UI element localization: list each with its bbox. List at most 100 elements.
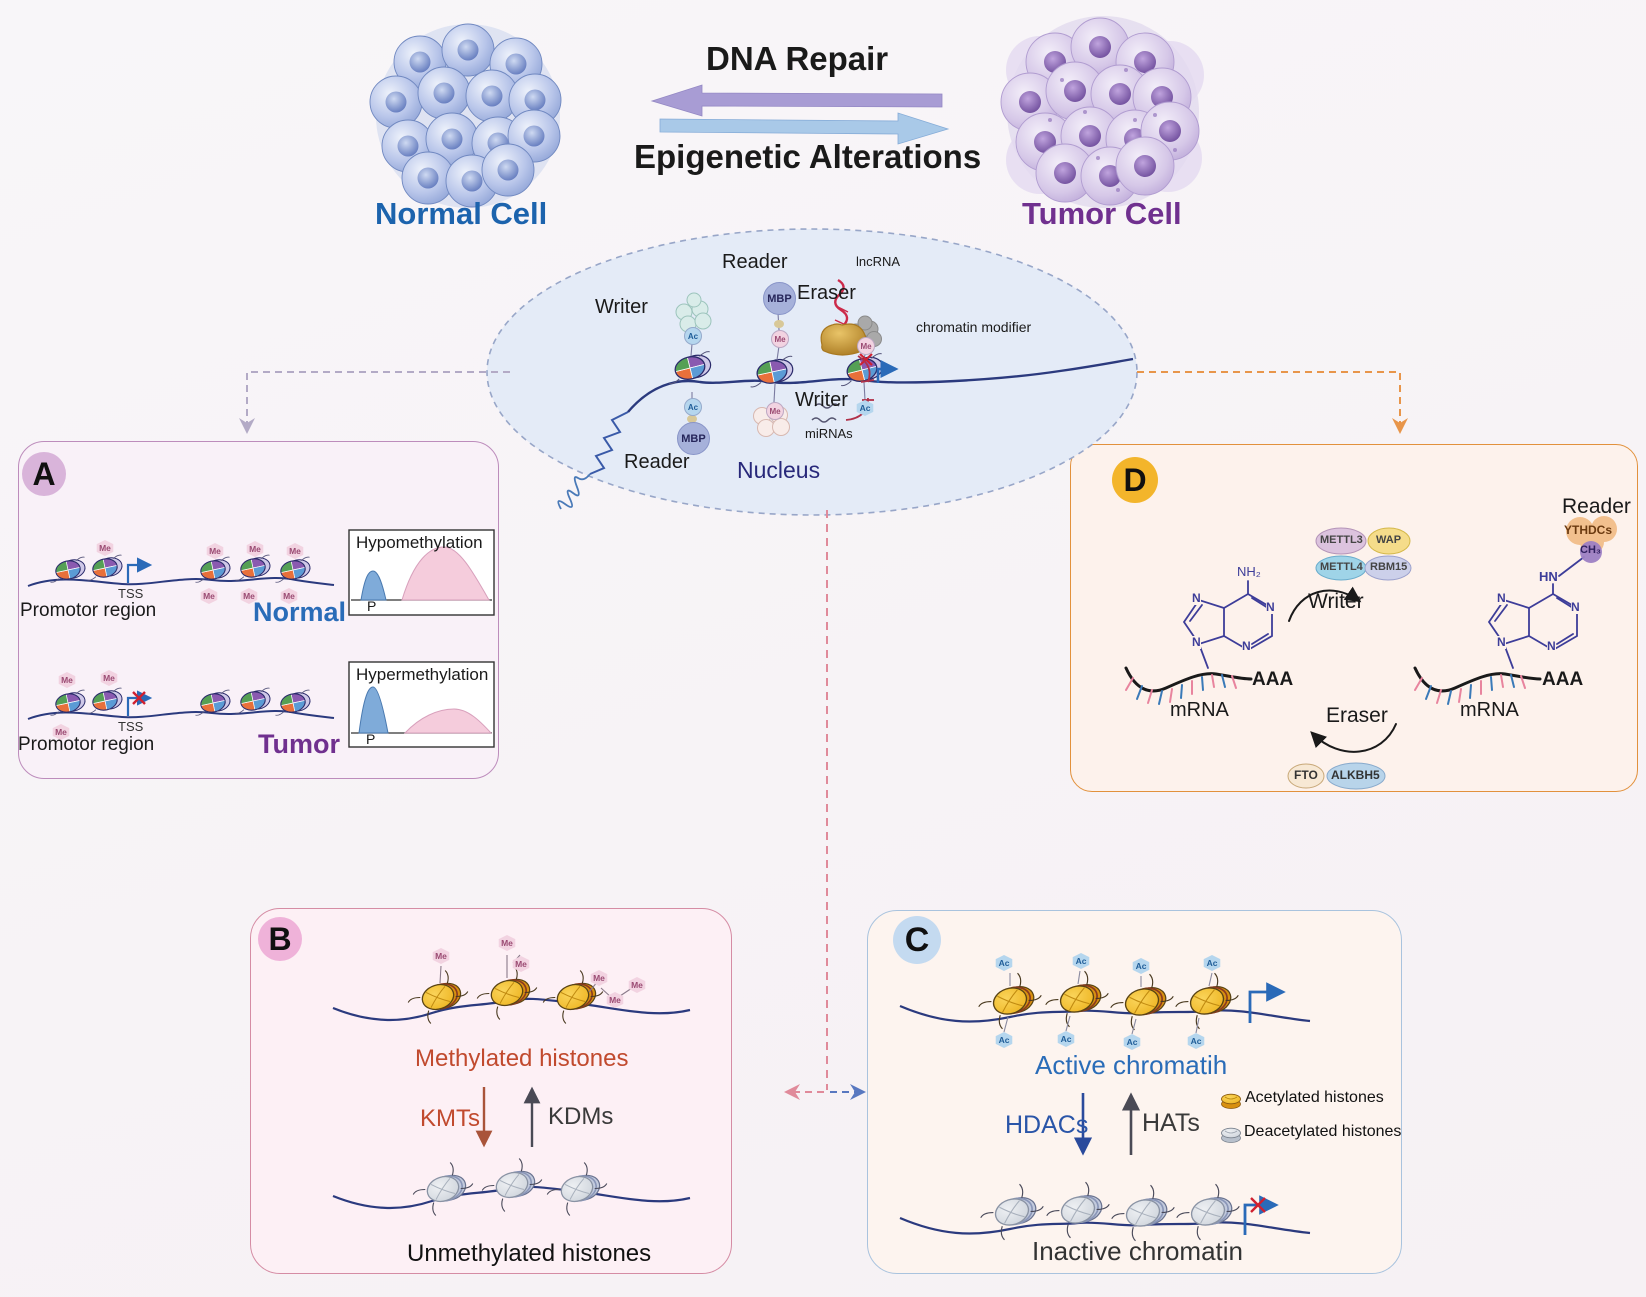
alkbh5-label: ALKBH5: [1331, 768, 1380, 782]
me-tag: Me: [771, 330, 789, 348]
me-tag: Me: [58, 672, 76, 688]
hypomethylation-title: Hypomethylation: [356, 533, 483, 552]
me-tag: Me: [628, 977, 646, 993]
aaa-right-label: AAA: [1542, 669, 1584, 690]
dna-coil-icon: [557, 473, 591, 510]
tss-tumor: TSS: [118, 719, 144, 734]
ac-tag: Ac: [1072, 953, 1090, 969]
ac-tag: Ac: [1203, 955, 1221, 971]
ch3-label: CH₃: [1580, 544, 1601, 556]
methylated-histones-label: Methylated histones: [415, 1045, 629, 1072]
ac-tag: Ac: [1187, 1033, 1205, 1049]
n-atom: N: [1192, 591, 1201, 605]
me-tag: Me: [206, 543, 224, 559]
legend-acetylated-label: Acetylated histones: [1245, 1089, 1384, 1106]
normal-cell-cluster-icon: [369, 23, 562, 208]
kmts-label: KMTs: [420, 1105, 480, 1132]
panel-b-art: [332, 954, 691, 1221]
mbp-reader-bottom: MBP: [677, 422, 710, 455]
me-tag: Me: [512, 956, 530, 972]
eraser-arc-label: Eraser: [1326, 704, 1388, 727]
me-tag: Me: [766, 402, 784, 420]
mrna-left-label: mRNA: [1170, 699, 1229, 721]
unmethylated-histones-label: Unmethylated histones: [407, 1240, 652, 1267]
tumor-cell-label: Tumor Cell: [1022, 196, 1182, 231]
reader-ythdcs-icon: [1566, 516, 1617, 563]
chromatin-modifier-icon: [820, 323, 868, 356]
me-tag: Me: [52, 724, 70, 740]
tumor-cell-cluster-icon: [1000, 16, 1204, 208]
panel-b-box: [250, 908, 732, 1274]
me-tag: Me: [200, 588, 218, 604]
reader-label-d: Reader: [1562, 495, 1631, 518]
panel-c-label: C: [893, 916, 941, 964]
nucleus-reader-top-label: Reader: [722, 251, 788, 273]
ac-tag: Ac: [1057, 1031, 1075, 1047]
panel-d-label: D: [1112, 457, 1158, 503]
p-label-hyper: P: [366, 731, 376, 747]
n-atom: N: [1266, 600, 1275, 614]
n-atom: N: [1242, 639, 1251, 653]
ac-tag: Ac: [1123, 1034, 1141, 1050]
rbm15-label: RBM15: [1370, 561, 1408, 573]
me-tag: Me: [432, 948, 450, 964]
promotor-region-normal: Promotor region: [20, 600, 157, 621]
legend-deacetylated-icon: [1221, 1127, 1241, 1143]
legend-deacetylated-label: Deacetylated histones: [1244, 1123, 1402, 1140]
n-atom: N: [1497, 591, 1506, 605]
inactive-chromatin-label: Inactive chromatin: [1032, 1236, 1243, 1266]
normal-label: Normal: [253, 597, 347, 627]
mirnas-label: miRNAs: [805, 426, 853, 441]
active-chromatin-label: Active chromatih: [1035, 1050, 1228, 1080]
hats-label: HATs: [1142, 1109, 1200, 1137]
lncrna-label: lncRNA: [856, 254, 901, 269]
ac-tag: Ac: [856, 400, 874, 416]
panel-c-art: [899, 965, 1311, 1247]
p-label-hypo: P: [367, 598, 377, 614]
me-tag: Me: [246, 541, 264, 557]
me-tag: Me: [590, 970, 608, 986]
me-tag: Me: [280, 588, 298, 604]
mirna-icon: [811, 403, 840, 423]
hypermethylation-title: Hypermethylation: [356, 665, 489, 684]
nucleus-dna-strand: [627, 357, 1134, 413]
hdacs-label: HDACs: [1005, 1111, 1089, 1139]
n-atom: N: [1571, 600, 1580, 614]
n-atom: N: [1547, 639, 1556, 653]
me-tag: Me: [100, 670, 118, 686]
ythdcs-label: YTHDCs: [1564, 523, 1613, 537]
panel-d-box: [1070, 444, 1638, 792]
n-atom: N: [1192, 635, 1201, 649]
legend-acetylated-icon: [1221, 1093, 1241, 1109]
ac-tag: Ac: [1132, 958, 1150, 974]
dna-repair-title: DNA Repair: [706, 40, 889, 77]
me-tag: Me: [606, 992, 624, 1008]
epigenetic-arrow-right-icon: [659, 112, 950, 145]
hn-label: HN: [1539, 569, 1558, 584]
nucleus-title: Nucleus: [737, 457, 821, 483]
fto-label: FTO: [1294, 768, 1318, 782]
epigenetic-alterations-title: Epigenetic Alterations: [634, 138, 982, 175]
kdms-label: KDMs: [548, 1103, 614, 1130]
panel-d-art: [1124, 516, 1617, 790]
dna-repair-arrow-left-icon: [650, 84, 943, 117]
nh2-label: NH₂: [1237, 564, 1261, 579]
n-atom: N: [1497, 635, 1506, 649]
wap-label: WAP: [1376, 534, 1402, 546]
tumor-label: Tumor: [258, 729, 340, 759]
mrna-right-label: mRNA: [1460, 699, 1519, 721]
mettl3-label: METTL3: [1320, 534, 1363, 546]
normal-cell-label: Normal Cell: [375, 196, 548, 231]
tss-normal: TSS: [118, 586, 144, 601]
nucleus-writer-bottom-label: Writer: [795, 389, 848, 411]
me-tag: Me: [286, 543, 304, 559]
nucleus-writer-top-label: Writer: [595, 296, 648, 318]
nucleus-reader-bottom-label: Reader: [624, 451, 690, 473]
me-tag: Me: [498, 935, 516, 951]
panel-a-art: [27, 529, 495, 748]
ac-tag: Ac: [995, 955, 1013, 971]
nucleus-eraser-label: Eraser: [797, 282, 856, 304]
mbp-reader-top: MBP: [763, 282, 796, 315]
